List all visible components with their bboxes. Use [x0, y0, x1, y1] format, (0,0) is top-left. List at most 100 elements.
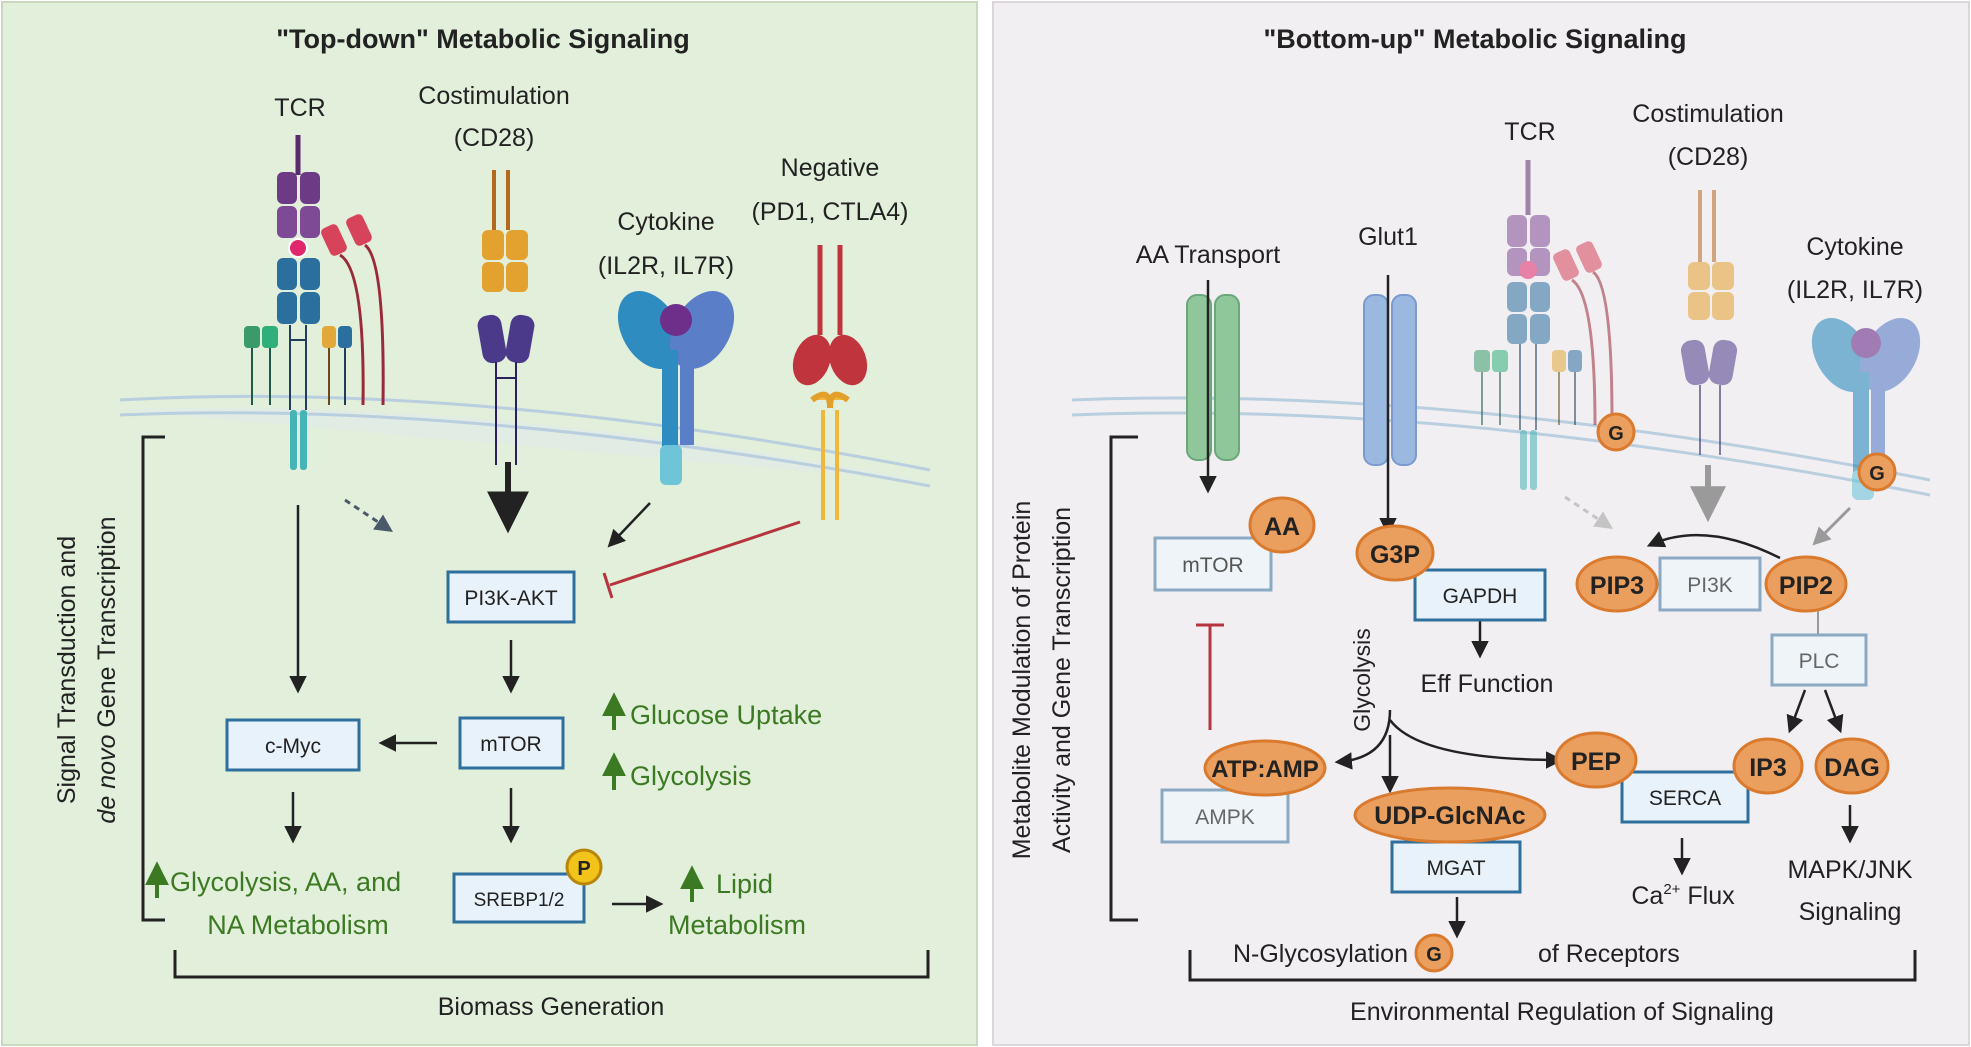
tcr-to-pi3k-dashed-arrow	[344, 498, 393, 532]
right-side-bracket	[1109, 435, 1138, 922]
svg-text:G: G	[1426, 944, 1442, 966]
right-bottom-bracket	[1188, 950, 1917, 982]
glucose-uptake-output: Glucose Uptake	[602, 692, 822, 730]
tcr-glyco-marker: G	[1596, 412, 1636, 452]
gapdh-box: GAPDH	[1413, 568, 1547, 622]
pep-metabolite: PEP	[1554, 731, 1638, 789]
left-mtor-box: mTOR	[458, 716, 565, 770]
svg-text:mTOR: mTOR	[1182, 554, 1243, 577]
plc-box: PLC	[1770, 633, 1868, 687]
pip3-metabolite: PIP3	[1575, 555, 1659, 613]
svg-text:Lipid: Lipid	[716, 869, 773, 899]
mgat-box: MGAT	[1390, 840, 1522, 894]
svg-text:G3P: G3P	[1370, 541, 1420, 569]
svg-text:PIP3: PIP3	[1590, 572, 1644, 600]
pi3k-box: PI3K	[1658, 556, 1762, 612]
svg-text:c-Myc: c-Myc	[265, 735, 321, 758]
left-side-label: Signal Transduction and de novo Gene Tra…	[53, 516, 121, 823]
ip3-metabolite: IP3	[1732, 737, 1804, 795]
glut1-transporter-icon	[1363, 275, 1417, 536]
svg-text:AA: AA	[1264, 513, 1300, 541]
cytokine-to-pip2-arrow	[1812, 506, 1852, 546]
cytokine-to-pi3k-arrow	[607, 502, 651, 548]
aa-transport-label: AA Transport	[1136, 241, 1281, 269]
left-cytokine-sublabel: (IL2R, IL7R)	[598, 252, 734, 280]
lipid-metabolism-output: Lipid Metabolism	[668, 865, 806, 940]
phospho-badge: P	[565, 848, 603, 886]
svg-text:GAPDH: GAPDH	[1443, 585, 1518, 608]
right-cytokine-label: Cytokine	[1806, 233, 1903, 261]
svg-text:PEP: PEP	[1571, 748, 1621, 776]
right-panel: "Bottom-up" Metabolic Signaling AA Trans…	[992, 1, 1970, 1046]
right-membrane	[1071, 396, 1931, 497]
left-negative-sublabel: (PD1, CTLA4)	[752, 198, 909, 226]
negative-inhibition-line	[609, 520, 801, 587]
svg-text:Glycolysis: Glycolysis	[630, 761, 752, 791]
left-tcr-label: TCR	[274, 94, 325, 122]
glycolysis-output: Glycolysis	[602, 752, 752, 791]
pip2-to-pip3-arrow	[1646, 531, 1781, 560]
right-cytokine-sublabel: (IL2R, IL7R)	[1787, 276, 1923, 304]
right-title: "Bottom-up" Metabolic Signaling	[1263, 24, 1686, 54]
right-mtor-box: mTOR	[1153, 536, 1273, 592]
ampk-inhibits-mtor	[1196, 623, 1224, 730]
svg-text:SERCA: SERCA	[1649, 787, 1721, 810]
plc-to-dag-arrow	[1823, 689, 1844, 734]
svg-text:AMPK: AMPK	[1195, 806, 1255, 829]
aa-transporter-icon	[1186, 280, 1240, 494]
svg-text:mTOR: mTOR	[480, 733, 541, 756]
gene-transcription-text: Gene Transcription	[93, 516, 121, 734]
svg-text:PI3K-AKT: PI3K-AKT	[464, 587, 558, 610]
right-tcr-receptor-icon	[1474, 160, 1614, 490]
negative-receptor-icon	[792, 245, 868, 520]
left-title: "Top-down" Metabolic Signaling	[276, 24, 690, 54]
glycolysis-to-pep-arrow	[1389, 719, 1564, 769]
svg-text:SREBP1/2: SREBP1/2	[474, 890, 565, 911]
svg-text:MGAT: MGAT	[1426, 857, 1485, 880]
svg-text:G: G	[1869, 463, 1885, 485]
plc-to-ip3-arrow	[1786, 689, 1807, 734]
n-glycosylation-label: N-Glycosylation G of Receptors	[1233, 933, 1680, 973]
svg-text:of Receptors: of Receptors	[1538, 940, 1680, 968]
left-bottom-bracket	[173, 950, 930, 979]
g3p-metabolite: G3P	[1355, 524, 1435, 582]
svg-text:Metabolite Modulation of Prote: Metabolite Modulation of Protein	[1008, 501, 1036, 860]
right-cd28-receptor-icon	[1680, 190, 1738, 455]
cmyc-box: c-Myc	[225, 718, 361, 772]
left-bottom-label: Biomass Generation	[438, 993, 665, 1021]
svg-text:Metabolism: Metabolism	[668, 910, 806, 940]
pip2-metabolite: PIP2	[1764, 555, 1848, 613]
svg-text:ATP:AMP: ATP:AMP	[1211, 756, 1319, 783]
glycolysis-to-atp-arrow	[1334, 709, 1392, 770]
ampk-box: AMPK	[1160, 788, 1290, 844]
mapk-sublabel: Signaling	[1799, 898, 1902, 926]
cd28-receptor-icon	[477, 170, 535, 465]
right-side-label: Metabolite Modulation of Protein Activit…	[1008, 501, 1076, 860]
dag-metabolite: DAG	[1814, 737, 1890, 795]
svg-text:Glycolysis, AA, and: Glycolysis, AA, and	[170, 867, 401, 897]
right-costim-label: Costimulation	[1632, 100, 1783, 128]
eff-function-label: Eff Function	[1421, 670, 1554, 698]
tcr-receptor-icon	[244, 135, 385, 470]
left-cytokine-label: Cytokine	[617, 208, 714, 236]
svg-text:NA Metabolism: NA Metabolism	[207, 910, 389, 940]
srebp-box: SREBP1/2	[452, 872, 586, 924]
pi3k-akt-box: PI3K-AKT	[446, 570, 576, 624]
cytokine-receptor-icon	[617, 291, 735, 485]
aa-metabolite: AA	[1248, 496, 1316, 554]
svg-text:PLC: PLC	[1799, 650, 1840, 673]
svg-text:N-Glycosylation: N-Glycosylation	[1233, 940, 1408, 968]
svg-text:DAG: DAG	[1824, 754, 1880, 782]
right-costim-sublabel: (CD28)	[1668, 143, 1749, 171]
glycolysis-aa-output: Glycolysis, AA, and NA Metabolism	[145, 861, 401, 940]
de-novo-text: de novo	[93, 735, 121, 824]
atp-amp-metabolite: ATP:AMP	[1203, 739, 1327, 797]
glycolysis-vertical-label: Glycolysis	[1349, 628, 1375, 732]
svg-text:de novo Gene Transcription: de novo Gene Transcription	[93, 516, 121, 823]
svg-text:PI3K: PI3K	[1687, 574, 1733, 597]
left-costim-label: Costimulation	[418, 82, 569, 110]
svg-text:G: G	[1608, 423, 1624, 445]
ca-flux-label: Ca2+ Flux	[1631, 881, 1735, 910]
glut1-label: Glut1	[1358, 223, 1418, 251]
right-tcr-label: TCR	[1504, 118, 1555, 146]
